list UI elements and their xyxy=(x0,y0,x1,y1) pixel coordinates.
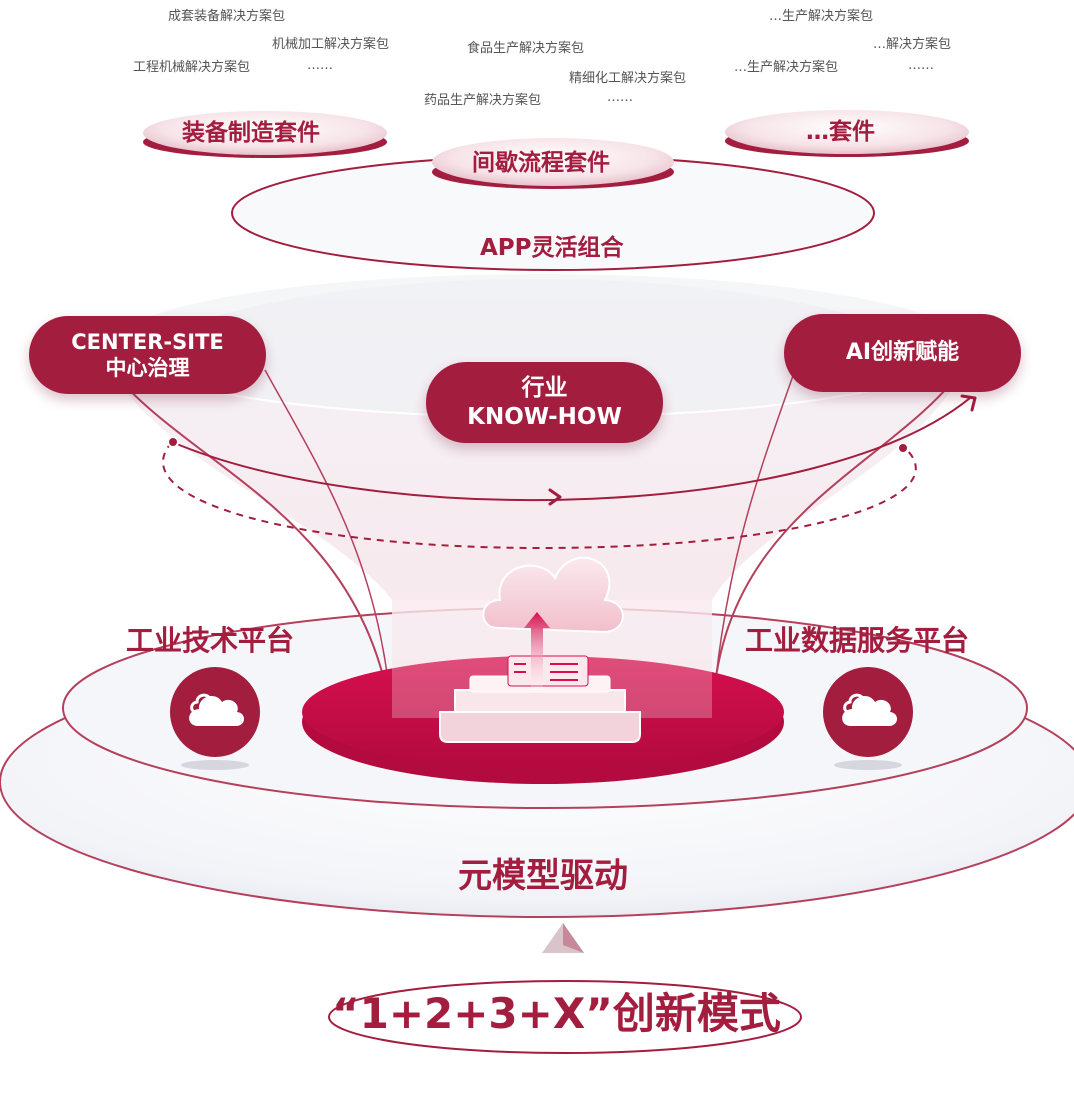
orbit-front-arc xyxy=(171,397,971,502)
kit-label-equipment: 装备制造套件 xyxy=(182,120,320,146)
kit-disc-other xyxy=(725,110,969,154)
orbit-node-right xyxy=(897,442,909,454)
funnel-right-edge xyxy=(711,365,966,719)
kit-disc-equipment xyxy=(143,111,387,155)
ai-pill-label: AI创新赋能 xyxy=(845,340,960,366)
center-site-line1: CENTER-SITE xyxy=(71,329,224,354)
kit-label-other: …套件 xyxy=(806,119,875,145)
meta-model-drive-label: 元模型驱动 xyxy=(458,856,628,896)
package-label: 精细化工解决方案包 xyxy=(569,71,687,86)
ai-pill: AI创新赋能 xyxy=(784,314,1021,392)
orbit-node-left xyxy=(167,436,179,448)
knowhow-pill: 行业 KNOW-HOW xyxy=(426,362,663,443)
innovation-mode-label: “1+2+3+X”创新模式 xyxy=(332,989,781,1038)
orbit-arrow-mid xyxy=(548,488,562,506)
kit-label-process: 间歇流程套件 xyxy=(472,150,610,176)
funnel-inner-right xyxy=(711,369,796,719)
package-label: 机械加工解决方案包 xyxy=(272,37,390,52)
kit-disc-process xyxy=(432,138,674,186)
package-label: …… xyxy=(908,58,934,73)
data-platform-label: 工业数据服务平台 xyxy=(745,624,970,657)
mode-up-arrow-highlight xyxy=(563,923,584,953)
package-label: 食品生产解决方案包 xyxy=(467,41,585,56)
package-label: …… xyxy=(607,90,633,105)
package-label: 工程机械解决方案包 xyxy=(133,60,251,75)
package-label: …生产解决方案包 xyxy=(734,60,839,75)
cloud-upload-icon xyxy=(439,556,641,743)
funnel-inner-left xyxy=(264,369,393,719)
cloud-icon xyxy=(823,667,913,770)
center-site-line2: 中心治理 xyxy=(105,356,190,380)
orbit-back-arc xyxy=(162,441,917,550)
tech-platform-label: 工业技术平台 xyxy=(126,624,295,657)
arrow-up-icon xyxy=(524,612,550,690)
package-label: 成套装备解决方案包 xyxy=(168,9,286,24)
package-label: …… xyxy=(307,58,333,73)
package-label: …解决方案包 xyxy=(873,37,952,52)
app-layer-label: APP灵活组合 xyxy=(480,235,624,261)
package-label: 药品生产解决方案包 xyxy=(424,93,542,108)
knowhow-line1: 行业 xyxy=(521,374,568,401)
mode-up-arrow xyxy=(542,923,584,953)
cloud-icon xyxy=(170,667,260,770)
knowhow-line2: KNOW-HOW xyxy=(467,403,622,430)
funnel-left-edge xyxy=(107,365,393,719)
center-site-pill: CENTER-SITE 中心治理 xyxy=(29,316,266,394)
mode-ring xyxy=(328,980,802,1054)
orbit-arrow-end xyxy=(960,394,977,412)
package-label: …生产解决方案包 xyxy=(769,9,874,24)
